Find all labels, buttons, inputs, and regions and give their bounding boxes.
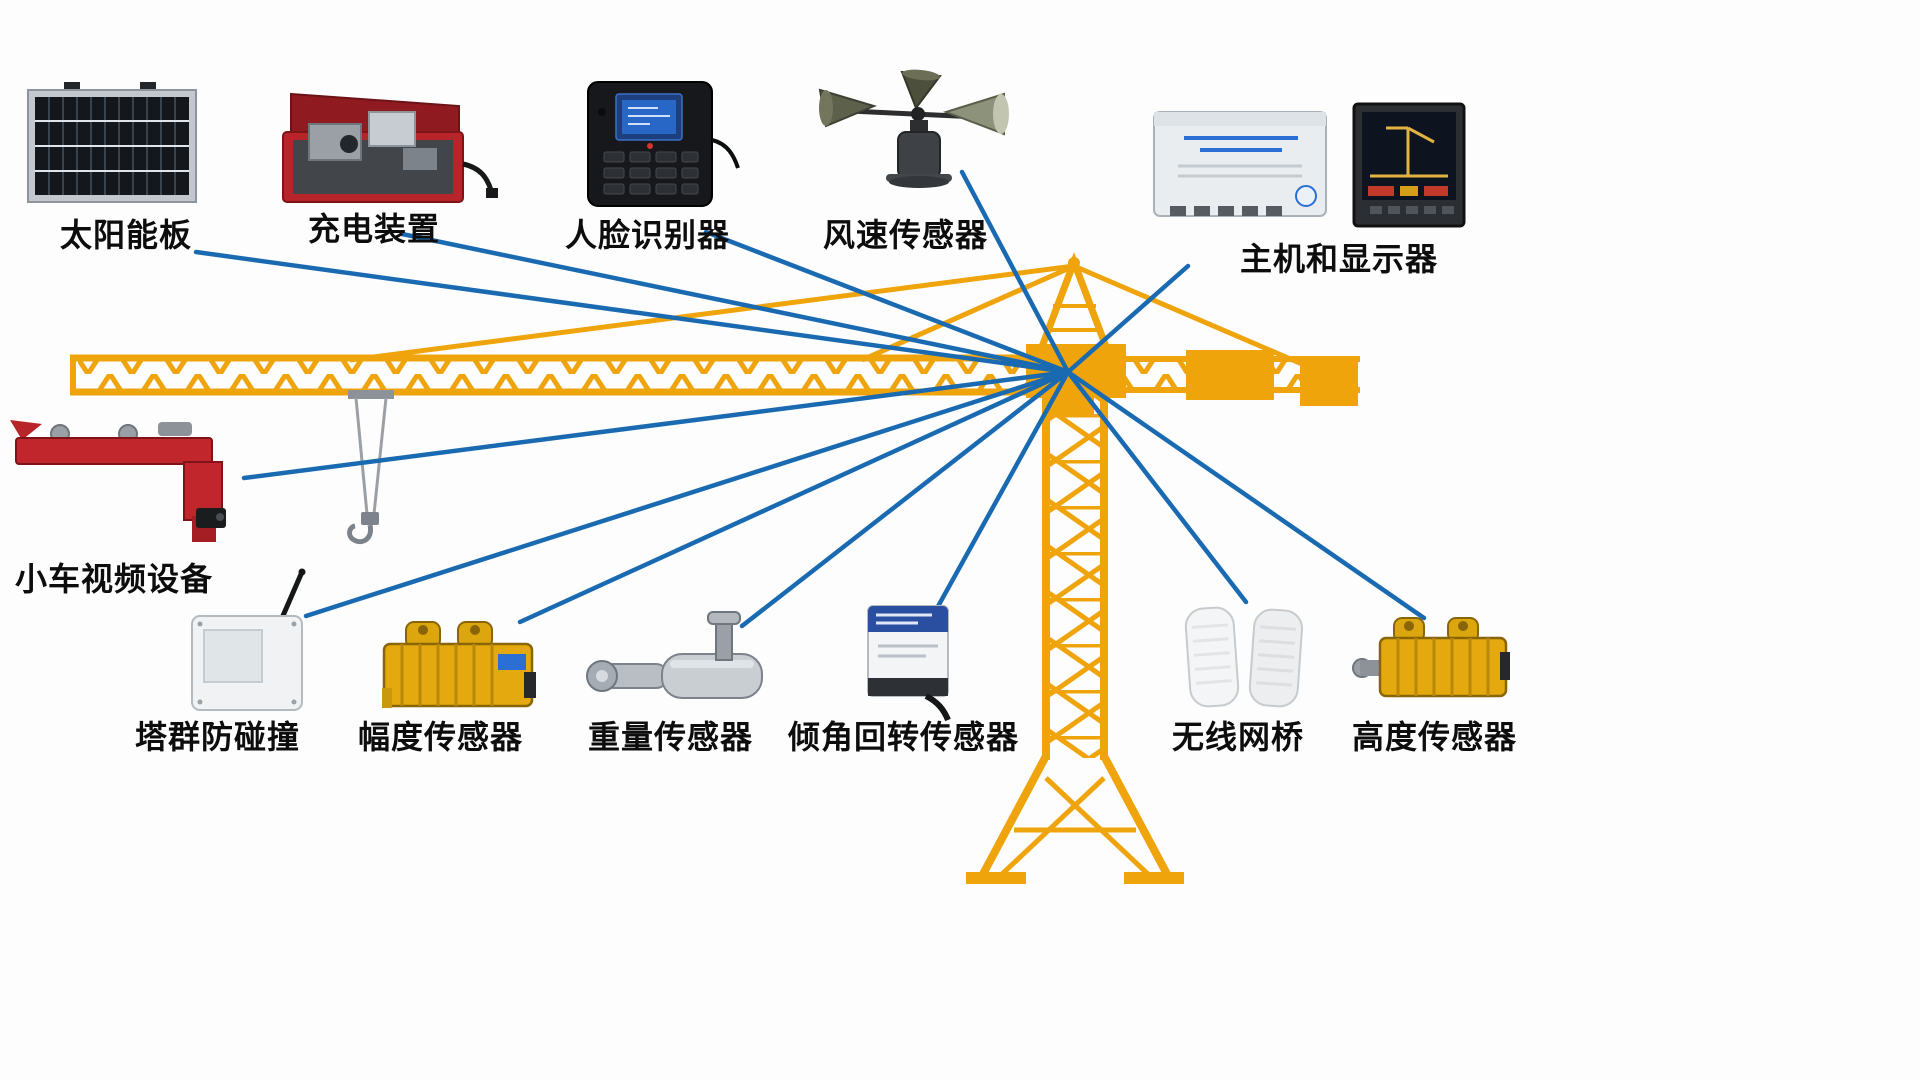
charging-device-icon (282, 92, 498, 203)
connector-solar-panel (193, 249, 1071, 375)
label-height-sensor: 高度传感器 (1352, 718, 1518, 756)
connector-height-sensor (1065, 369, 1427, 621)
connector-tower-anti-collision (303, 369, 1071, 619)
connector-weight-sensor (739, 369, 1071, 629)
counterweight-block-2 (1300, 360, 1358, 406)
hoist-hook (347, 390, 394, 545)
trolley-video-icon (10, 420, 226, 542)
amplitude-sensor-icon (382, 621, 536, 708)
tilt-rotation-sensor-icon (867, 605, 951, 722)
connector-amplitude-sensor (517, 369, 1071, 625)
height-sensor-icon (1352, 617, 1510, 698)
connector-main-unit-display (1065, 263, 1191, 375)
connector-wireless-bridge (1065, 369, 1249, 605)
connector-lines (193, 169, 1427, 629)
connector-face-recognition (703, 229, 1071, 375)
crane-cab-block (1026, 344, 1126, 398)
label-wind-speed-sensor: 风速传感器 (823, 216, 989, 254)
tower-anti-collision-icon (191, 568, 306, 711)
main-unit-display-icon (1153, 102, 1466, 228)
tower-crane-illustration (70, 252, 1360, 884)
label-main-unit-display: 主机和显示器 (1240, 240, 1439, 278)
label-wireless-bridge: 无线网桥 (1172, 718, 1305, 756)
label-tower-anti-collision: 塔群防碰撞 (135, 718, 301, 756)
connector-trolley-video (241, 369, 1071, 481)
label-tilt-rotation-sensor: 倾角回转传感器 (788, 718, 1020, 756)
label-trolley-video: 小车视频设备 (15, 560, 214, 598)
connector-charging-device (399, 231, 1071, 375)
label-amplitude-sensor: 幅度传感器 (358, 718, 524, 756)
face-recognition-icon (587, 81, 740, 207)
solar-panel-icon (27, 82, 197, 203)
wireless-bridge-icon (1184, 606, 1304, 708)
counterweight-block (1186, 350, 1274, 400)
label-face-recognition: 人脸识别器 (565, 216, 731, 254)
connector-wind-speed-sensor (959, 169, 1071, 375)
connector-tilt-rotation-sensor (933, 369, 1071, 613)
wind-speed-sensor-icon (818, 69, 1009, 188)
label-weight-sensor: 重量传感器 (588, 718, 754, 756)
label-charging-device: 充电装置 (308, 210, 441, 248)
label-solar-panel: 太阳能板 (60, 216, 193, 254)
weight-sensor-icon (586, 611, 763, 699)
